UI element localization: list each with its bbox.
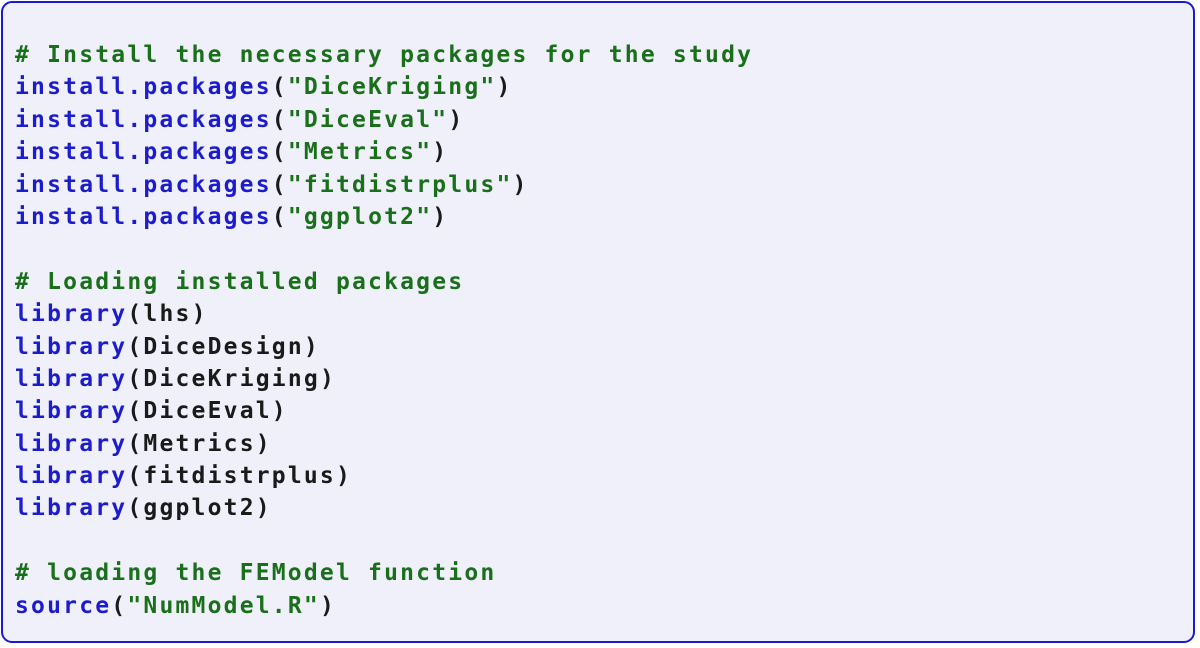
open-paren: ( bbox=[271, 203, 288, 230]
close-paren: ) bbox=[432, 203, 449, 230]
function-name: install.packages bbox=[15, 171, 272, 198]
code-comment: # Install the necessary packages for the… bbox=[15, 42, 754, 68]
package-argument: ggplot2 bbox=[143, 495, 256, 522]
open-paren: ( bbox=[271, 171, 288, 198]
string-argument: "DiceEval" bbox=[287, 106, 449, 133]
open-paren: ( bbox=[111, 592, 128, 619]
function-name: source bbox=[15, 592, 112, 619]
close-paren: ) bbox=[255, 495, 272, 522]
code-line: install.packages("DiceKriging") bbox=[15, 71, 753, 103]
open-paren: ( bbox=[271, 106, 288, 133]
open-paren: ( bbox=[127, 495, 144, 522]
code-line: library(Metrics) bbox=[15, 428, 753, 460]
close-paren: ) bbox=[255, 430, 272, 457]
close-paren: ) bbox=[303, 333, 320, 360]
code-line: library(DiceEval) bbox=[15, 395, 753, 427]
package-argument: DiceKriging bbox=[143, 365, 320, 392]
code-listing: # Install the necessary packages for the… bbox=[15, 39, 753, 622]
open-paren: ( bbox=[127, 430, 144, 457]
code-line: install.packages("ggplot2") bbox=[15, 201, 753, 233]
function-name: library bbox=[15, 495, 128, 522]
code-comment: # loading the FEModel function bbox=[15, 560, 497, 587]
function-name: library bbox=[15, 301, 128, 328]
code-line: source("NumModel.R") bbox=[15, 590, 753, 622]
code-line: library(lhs) bbox=[15, 298, 753, 330]
open-paren: ( bbox=[271, 139, 288, 166]
close-paren: ) bbox=[191, 301, 208, 328]
function-name: library bbox=[15, 333, 128, 360]
function-name: install.packages bbox=[15, 139, 272, 166]
close-paren: ) bbox=[319, 592, 336, 619]
open-paren: ( bbox=[127, 301, 144, 328]
string-argument: "fitdistrplus" bbox=[287, 171, 513, 198]
blank-line bbox=[15, 233, 753, 265]
close-paren: ) bbox=[496, 74, 513, 101]
code-line: install.packages("DiceEval") bbox=[15, 104, 753, 136]
package-argument: DiceEval bbox=[143, 398, 272, 425]
string-argument: "Metrics" bbox=[287, 139, 433, 166]
close-paren: ) bbox=[512, 171, 529, 198]
code-line: library(DiceKriging) bbox=[15, 363, 753, 395]
string-argument: "DiceKriging" bbox=[287, 74, 497, 101]
comment-line: # Loading installed packages bbox=[15, 266, 753, 298]
open-paren: ( bbox=[127, 333, 144, 360]
function-name: library bbox=[15, 430, 128, 457]
close-paren: ) bbox=[432, 139, 449, 166]
code-line: install.packages("fitdistrplus") bbox=[15, 169, 753, 201]
code-line: library(fitdistrplus) bbox=[15, 460, 753, 492]
code-line: install.packages("Metrics") bbox=[15, 136, 753, 168]
comment-line: # Install the necessary packages for the… bbox=[15, 39, 753, 71]
string-argument: "NumModel.R" bbox=[127, 592, 320, 619]
close-paren: ) bbox=[319, 365, 336, 392]
function-name: install.packages bbox=[15, 74, 272, 101]
open-paren: ( bbox=[127, 365, 144, 392]
close-paren: ) bbox=[271, 398, 288, 425]
open-paren: ( bbox=[271, 74, 288, 101]
code-line: library(ggplot2) bbox=[15, 492, 753, 524]
function-name: library bbox=[15, 365, 128, 392]
function-name: library bbox=[15, 463, 128, 490]
package-argument: Metrics bbox=[143, 430, 256, 457]
function-name: library bbox=[15, 398, 128, 425]
function-name: install.packages bbox=[15, 203, 272, 230]
open-paren: ( bbox=[127, 463, 144, 490]
function-name: install.packages bbox=[15, 106, 272, 133]
string-argument: "ggplot2" bbox=[287, 203, 433, 230]
code-line: library(DiceDesign) bbox=[15, 331, 753, 363]
package-argument: lhs bbox=[143, 301, 192, 328]
open-paren: ( bbox=[127, 398, 144, 425]
blank-line bbox=[15, 525, 753, 557]
package-argument: DiceDesign bbox=[143, 333, 304, 360]
package-argument: fitdistrplus bbox=[143, 463, 336, 490]
close-paren: ) bbox=[448, 106, 465, 133]
comment-line: # loading the FEModel function bbox=[15, 557, 753, 589]
close-paren: ) bbox=[335, 463, 353, 490]
code-comment: # Loading installed packages bbox=[15, 268, 465, 295]
